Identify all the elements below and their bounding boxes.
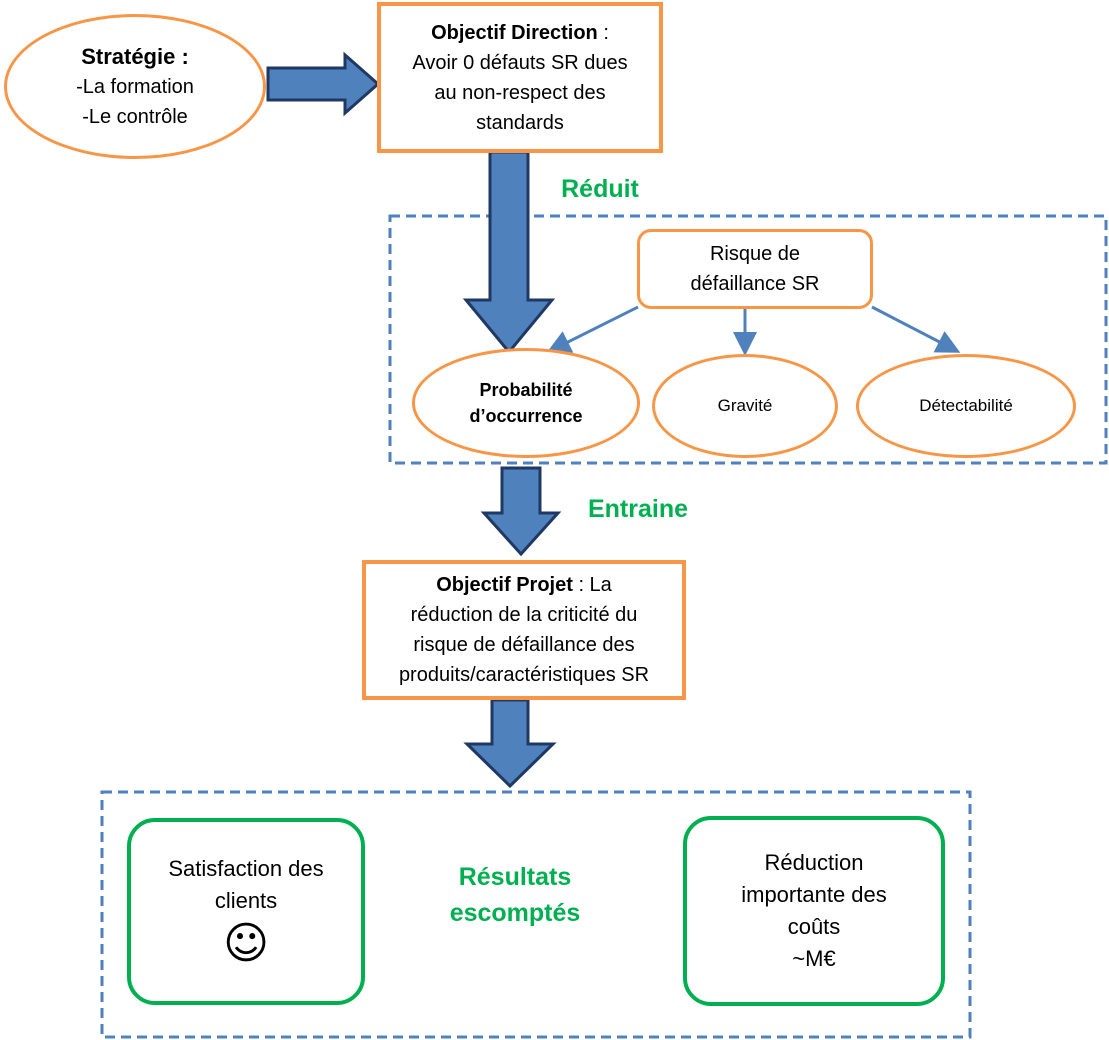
probability-node: Probabilité d’occurrence (412, 348, 640, 458)
arrow-strategy-to-objective (266, 51, 381, 117)
project-objective-line-1: réduction de la criticité du (410, 604, 638, 626)
gravity-node: Gravité (652, 354, 838, 458)
project-objective-node: Objectif Projet : La réduction de la cri… (362, 560, 686, 700)
link-label-entraine: Entraine (587, 495, 689, 523)
gravity-label: Gravité (717, 396, 773, 415)
customer-satisfaction-node: Satisfaction des clients ☺ (127, 818, 365, 1005)
objective-direction-separator: : (597, 21, 609, 44)
criteria-group-frame (388, 214, 1108, 465)
objective-direction-label: Objectif Direction (431, 21, 598, 44)
link-label-reduit: Réduit (561, 175, 639, 203)
expected-results-label: Résultats escomptés (405, 855, 625, 935)
strategy-title: Stratégie : (81, 43, 189, 69)
cost-reduction-line-4: ~M€ (792, 946, 836, 971)
arrow-criteria-to-project (480, 466, 562, 557)
probability-line-1: Probabilité (479, 380, 573, 400)
strategy-node: Stratégie : -La formation -Le contrôle (4, 14, 266, 159)
project-objective-line-3: produits/caractéristiques SR (398, 664, 650, 686)
connector-risk-to-probability (546, 305, 639, 353)
project-objective-first-line-rest: : La (572, 574, 612, 596)
objective-direction-line-3: standards (476, 111, 564, 134)
project-objective-label: Objectif Projet (436, 574, 573, 596)
cost-reduction-line-3: coûts (787, 914, 841, 939)
objective-direction-line-1: Avoir 0 défauts SR dues (412, 51, 628, 74)
expected-results-line-2: escomptés (449, 899, 581, 927)
risk-node: Risque de défaillance SR (637, 229, 873, 309)
objective-direction-heading: Objectif Direction : (431, 18, 609, 48)
detectability-label: Détectabilité (919, 396, 1013, 415)
satisfaction-line-2: clients (214, 887, 278, 913)
results-group-frame (100, 790, 972, 1039)
strategy-item-controle: -Le contrôle (82, 105, 188, 128)
risk-line-1: Risque de (709, 243, 801, 265)
expected-results-line-1: Résultats (458, 863, 572, 891)
arrow-project-to-results (463, 698, 557, 789)
detectability-node: Détectabilité (856, 354, 1076, 458)
strategy-item-formation: -La formation (76, 75, 194, 98)
satisfaction-line-1: Satisfaction des (168, 855, 324, 881)
risk-line-2: défaillance SR (690, 273, 820, 295)
objective-direction-node: Objectif Direction : Avoir 0 défauts SR … (377, 2, 663, 153)
objective-direction-line-2: au non-respect des (434, 81, 606, 104)
project-objective-heading: Objectif Projet : La (436, 570, 612, 600)
probability-line-2: d’occurrence (469, 406, 583, 426)
connector-risk-to-detectability (871, 305, 961, 353)
cost-reduction-node: Réduction importante des coûts ~M€ (683, 816, 945, 1006)
smiley-icon: ☺ (223, 917, 269, 969)
cost-reduction-line-2: importante des (741, 882, 887, 907)
arrow-objective-to-probability (462, 150, 556, 355)
project-objective-line-2: risque de défaillance des (413, 634, 635, 656)
cost-reduction-line-1: Réduction (764, 850, 864, 875)
